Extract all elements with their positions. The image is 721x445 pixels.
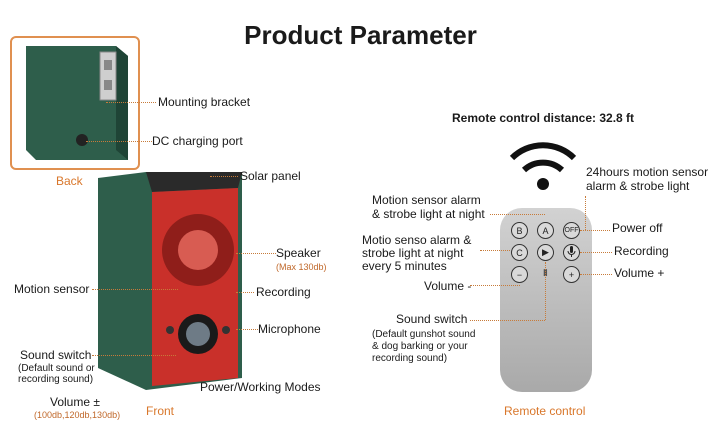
motion-24h-label-2: alarm & strobe light: [586, 179, 690, 193]
leader-line: [210, 176, 238, 177]
motion-sensor-label: Motion sensor: [14, 282, 90, 296]
remote-button-play[interactable]: ▶: [537, 244, 554, 261]
leader-line: [470, 285, 520, 286]
dc-charging-port-label: DC charging port: [152, 134, 243, 148]
volume-minus-label: Volume -: [424, 279, 472, 293]
motio-5min-label-1: Motio senso alarm &: [362, 233, 472, 247]
leader-line: [490, 214, 545, 215]
remote-button-c[interactable]: C: [511, 244, 528, 261]
sound-switch-remote-note-1: (Default gunshot sound: [372, 329, 476, 340]
speaker-note: (Max 130db): [276, 262, 327, 272]
leader-line: [580, 274, 612, 275]
leader-line: [585, 196, 586, 230]
solar-panel-label: Solar panel: [240, 169, 301, 183]
remote-button-off[interactable]: OFF: [563, 222, 580, 239]
leader-line: [580, 252, 612, 253]
volume-label: Volume ±: [50, 395, 100, 409]
remote-button-record[interactable]: [563, 244, 580, 261]
wifi-signal-icon: [509, 142, 577, 190]
recording-label: Recording: [256, 285, 311, 299]
leader-line: [86, 141, 152, 142]
microphone-label: Microphone: [258, 322, 321, 336]
page-title: Product Parameter: [244, 20, 477, 50]
back-device-illustration: [26, 46, 128, 160]
back-view-frame: [10, 36, 140, 170]
remote-button-volume-plus[interactable]: +: [563, 266, 580, 283]
speaker-label: Speaker: [276, 246, 321, 260]
remote-distance-label: Remote control distance: 32.8 ft: [452, 111, 635, 125]
remote-button-a[interactable]: A: [537, 222, 554, 239]
power-modes-label: Power/Working Modes: [200, 380, 321, 394]
leader-line: [236, 329, 258, 330]
front-device-illustration: [98, 172, 242, 390]
sound-switch-label: Sound switch: [20, 348, 92, 362]
remote-control-label: Remote control: [504, 404, 586, 418]
volume-plus-label: Volume +: [614, 266, 665, 280]
leader-line: [236, 292, 254, 293]
back-label: Back: [56, 174, 83, 188]
microphone-icon: [567, 246, 576, 259]
sound-switch-remote-note-2: & dog barking or your: [372, 341, 468, 352]
volume-note: (100db,120db,130db): [34, 410, 121, 420]
remote-button-b[interactable]: B: [511, 222, 528, 239]
sound-switch-note-1: (Default sound or: [18, 363, 95, 374]
mounting-bracket-label: Mounting bracket: [158, 95, 251, 109]
motion-night-label-2: & strobe light at night: [372, 207, 485, 221]
recording-remote-label: Recording: [614, 244, 669, 258]
sound-switch-remote-label: Sound switch: [396, 312, 468, 326]
leader-line: [545, 262, 546, 320]
motion-24h-label-1: 24hours motion sensor: [586, 165, 709, 179]
power-off-label: Power off: [612, 221, 663, 235]
leader-line: [106, 102, 156, 103]
leader-line: [92, 289, 178, 290]
motio-5min-label-3: every 5 minutes: [362, 259, 447, 273]
remote-button-volume-minus[interactable]: −: [511, 266, 528, 283]
motio-5min-label-2: strobe light at night: [362, 246, 464, 260]
motion-night-label-1: Motion sensor alarm: [372, 193, 481, 207]
sound-switch-remote-note-3: recording sound): [372, 353, 448, 364]
leader-line: [470, 320, 545, 321]
leader-line: [92, 355, 176, 356]
leader-line: [480, 250, 510, 251]
sound-switch-note-2: recording sound): [18, 374, 94, 385]
front-label: Front: [146, 404, 175, 418]
leader-line: [236, 253, 276, 254]
leader-line: [580, 230, 610, 231]
